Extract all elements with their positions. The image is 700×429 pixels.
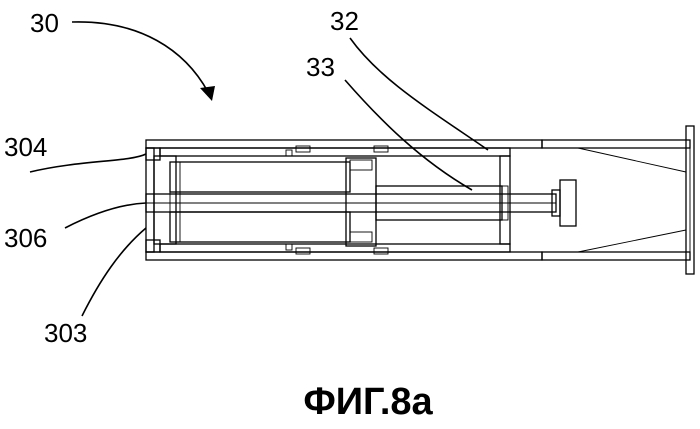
figure-caption: ФИГ.8а: [303, 381, 433, 423]
label-cap-end: 304: [4, 132, 47, 162]
label-rod: 33: [306, 52, 335, 82]
inner-cylinder: [154, 156, 376, 246]
label-opening: 306: [4, 223, 47, 253]
label-end-wall: 303: [44, 318, 87, 348]
label-outer-sleeve: 32: [330, 6, 359, 36]
label-assembly: 30: [30, 8, 59, 38]
leader-lines: [30, 22, 488, 316]
piston-rod: [146, 180, 576, 226]
